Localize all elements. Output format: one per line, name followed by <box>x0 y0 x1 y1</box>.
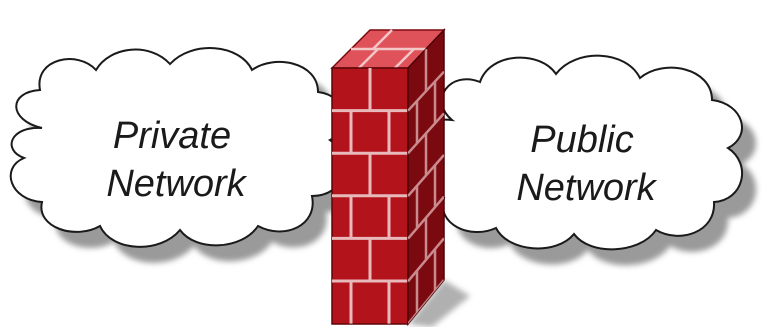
wall-top-mortar <box>351 29 426 69</box>
wall-front-mortar <box>332 68 408 324</box>
wall-shadow <box>408 280 470 327</box>
private-network-cloud: Private Network <box>9 47 359 263</box>
wall-side-mortar <box>408 49 444 324</box>
public-cloud-label-line1: Public <box>530 119 634 161</box>
private-cloud-label-line1: Private <box>113 115 231 157</box>
private-cloud-label-line2: Network <box>106 163 247 205</box>
public-cloud-label-line2: Network <box>516 167 657 209</box>
public-network-cloud: Public Network <box>416 54 757 266</box>
brick-wall-icon <box>330 28 470 327</box>
